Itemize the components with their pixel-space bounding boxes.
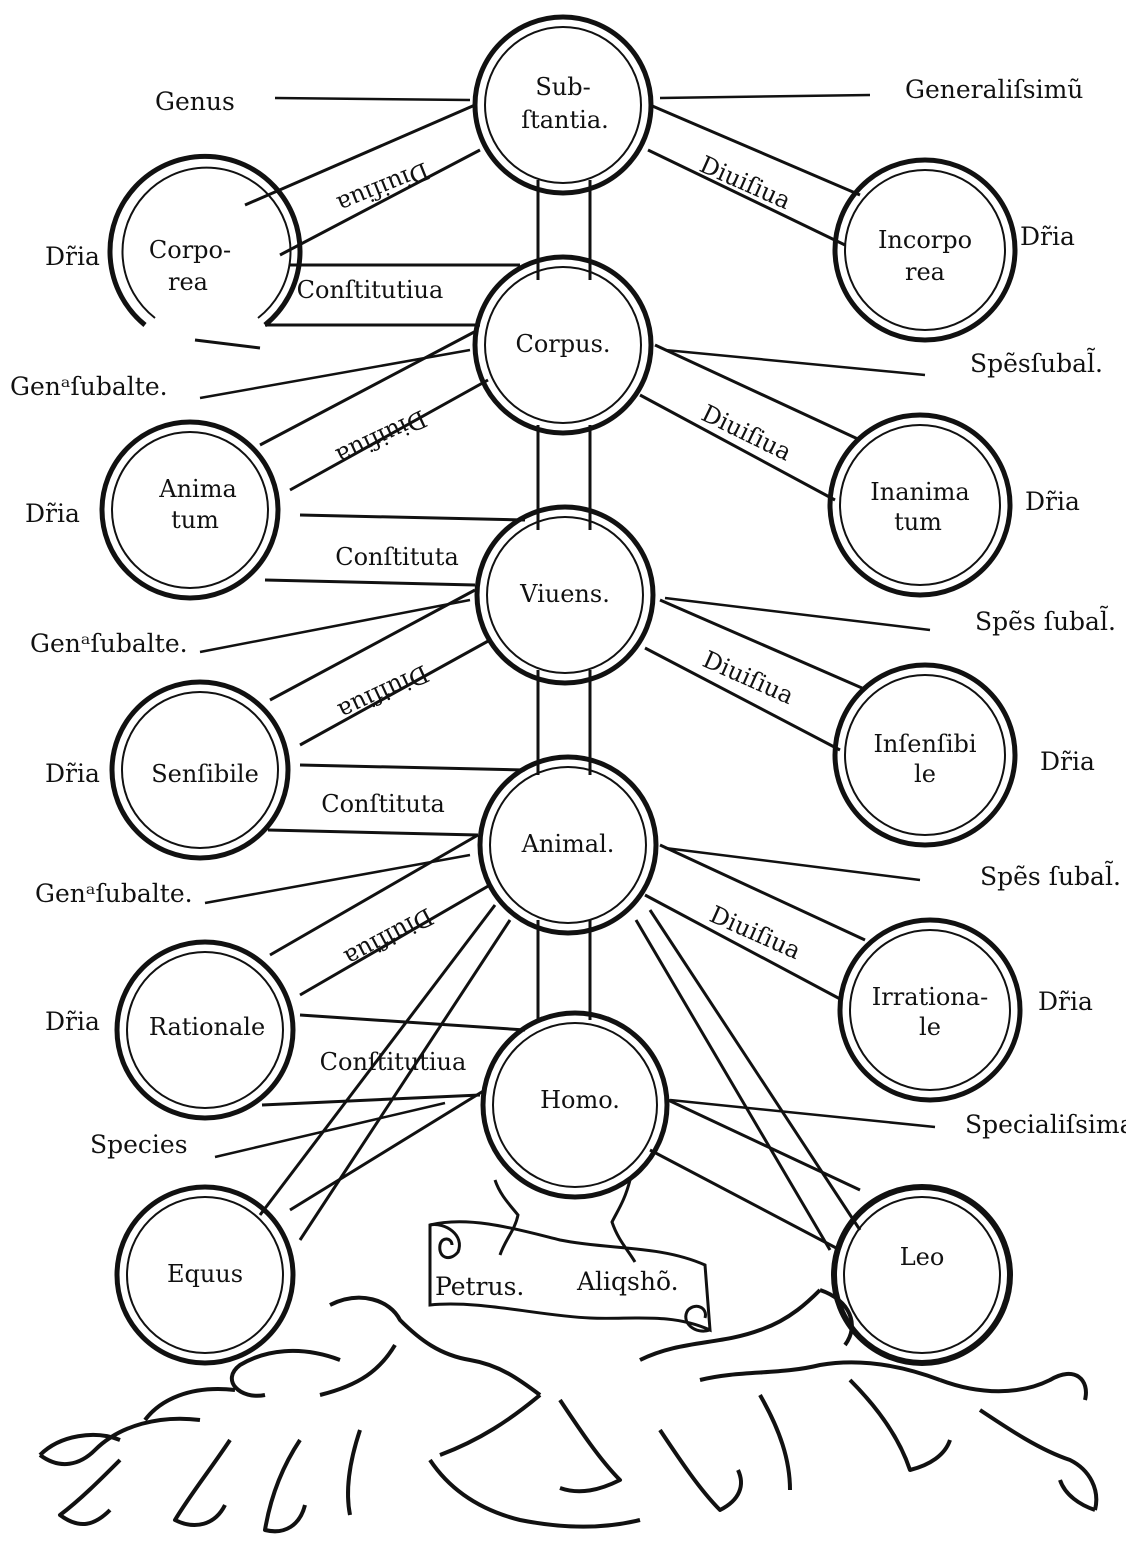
- node-label-corporea-1: Corpo-: [149, 236, 231, 264]
- label-genus: Genus: [155, 87, 235, 116]
- node-corpus: [472, 254, 654, 436]
- node-label-corpus: Corpus.: [515, 330, 610, 358]
- node-label-inanimatum-1: Inanima: [870, 478, 969, 506]
- label-diuisiua-left-3: Diuiſiua: [334, 659, 433, 725]
- node-label-substantia-1: Sub-: [535, 73, 590, 101]
- label-differentia-rationale: Dr̃ia: [45, 1007, 100, 1036]
- label-diuisiua-left-4: Diuiſiua: [340, 902, 438, 972]
- node-label-incorporea-1: Incorpo: [878, 226, 972, 254]
- node-label-animatum-2: tum: [171, 506, 219, 534]
- node-label-viuens: Viuens.: [519, 580, 610, 608]
- node-label-substantia-2: ſtantia.: [521, 106, 609, 134]
- roots: [38, 1288, 1099, 1534]
- node-sensibile: [109, 679, 291, 861]
- label-diuisiua-left-2: Diuiſiua: [332, 404, 431, 470]
- node-label-homo: Homo.: [540, 1086, 620, 1114]
- branches: [244, 103, 866, 1252]
- label-generalissimum: Generaliſsimũ: [905, 75, 1083, 104]
- node-substantia: [472, 14, 654, 196]
- node-animatum: [99, 419, 281, 601]
- node-label-inanimatum-2: tum: [894, 508, 942, 536]
- node-insensibile: [832, 662, 1018, 848]
- node-incorporea: [832, 157, 1018, 343]
- node-label-insensibile-2: le: [914, 760, 936, 788]
- band-labels: Diuiſiua Diuiſiua Conſtitutiua Diuiſiua …: [297, 150, 805, 1076]
- label-differentia-inanimatum: Dr̃ia: [1025, 487, 1080, 516]
- node-label-animatum-1: Anima: [158, 475, 237, 503]
- label-differentia-irrationale: Dr̃ia: [1038, 987, 1093, 1016]
- label-species-subalterna-3: Spẽs ſubal̃.: [980, 862, 1121, 891]
- node-labels: Sub- ſtantia. Corpo- rea Incorpo rea Cor…: [149, 73, 988, 1288]
- label-genus-subalternum-2: Genᵃſubalte.: [30, 629, 188, 658]
- side-labels: Genus Generaliſsimũ Dr̃ia Dr̃ia Genᵃſuba…: [10, 75, 1126, 1159]
- label-differentia-corporea: Dr̃ia: [45, 242, 100, 271]
- node-label-irrationale-2: le: [919, 1013, 941, 1041]
- label-constituta-2: Conſtituta: [321, 790, 445, 818]
- pointer-lines: [199, 93, 936, 1159]
- node-inanimatum: [827, 412, 1013, 598]
- scroll-label-petrus: Petrus.: [435, 1272, 524, 1301]
- node-equus: [114, 1184, 296, 1366]
- node-label-corporea-2: rea: [168, 268, 208, 296]
- label-constituta-1: Conſtituta: [335, 543, 459, 571]
- node-irrationale: [837, 917, 1023, 1103]
- scroll-labels: Petrus. Aliqshõ.: [435, 1267, 679, 1301]
- label-genus-subalternum-1: Genᵃſubalte.: [10, 372, 168, 401]
- node-label-incorporea-2: rea: [905, 258, 945, 286]
- label-genus-subalternum-3: Genᵃſubalte.: [35, 879, 193, 908]
- scroll-label-aliquis-homo: Aliqshõ.: [576, 1267, 679, 1296]
- scroll-banner: [428, 1179, 712, 1333]
- node-leo: [831, 1184, 1013, 1366]
- label-diuisiua-left-1: Diuiſiua: [333, 156, 433, 218]
- node-animal: [477, 754, 659, 936]
- node-corporea: [107, 153, 303, 350]
- node-label-animal: Animal.: [521, 830, 615, 858]
- node-viuens: [474, 504, 656, 686]
- node-label-rationale: Rationale: [149, 1013, 265, 1041]
- nodes: [99, 14, 1023, 1366]
- node-label-leo: Leo: [900, 1243, 945, 1271]
- label-species-subalterna-2: Spẽs ſubal̃.: [975, 607, 1116, 636]
- node-label-irrationale-1: Irrationa-: [872, 983, 988, 1011]
- node-label-insensibile-1: Inſenſibi: [873, 730, 976, 758]
- label-species: Species: [90, 1130, 188, 1159]
- label-differentia-incorporea: Dr̃ia: [1020, 222, 1075, 251]
- trunk: [536, 180, 592, 1020]
- node-label-equus: Equus: [167, 1260, 243, 1288]
- label-constitutiua-2: Conſtitutiua: [320, 1048, 467, 1076]
- node-label-sensibile: Senſibile: [151, 760, 259, 788]
- node-homo: [480, 1010, 670, 1200]
- label-species-subalterna-1: Spẽsſubal̃.: [970, 349, 1103, 378]
- node-rationale: [114, 939, 296, 1121]
- label-specialissima: Specialiſsima: [965, 1110, 1126, 1139]
- label-constitutiua-1: Conſtitutiua: [297, 276, 444, 304]
- label-differentia-insensibile: Dr̃ia: [1040, 747, 1095, 776]
- label-differentia-animatum: Dr̃ia: [25, 499, 80, 528]
- label-differentia-sensibile: Dr̃ia: [45, 759, 100, 788]
